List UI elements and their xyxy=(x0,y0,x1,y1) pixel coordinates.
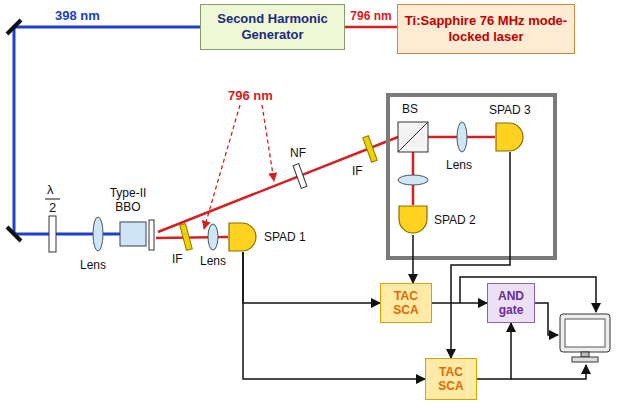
signal-wire xyxy=(511,365,586,379)
part-label: BS xyxy=(402,102,418,116)
bbo-crystal xyxy=(120,222,146,246)
computer-base xyxy=(572,357,598,362)
wavelength-label: 398 nm xyxy=(55,8,100,24)
part-label: NF xyxy=(290,146,306,160)
beam-splitter-face xyxy=(398,122,428,152)
computer-monitor xyxy=(560,314,610,352)
signal-connector xyxy=(477,323,511,379)
detector-label: SPAD 1 xyxy=(264,230,306,244)
signal-connector xyxy=(243,252,380,303)
wavelength-label: 796 nm xyxy=(228,88,273,104)
mirror xyxy=(7,227,21,241)
box-text: TAC SCA xyxy=(385,289,427,318)
detector-enclosure xyxy=(388,95,555,258)
spad-symbol xyxy=(398,205,428,235)
and-gate-box: AND gate xyxy=(487,283,535,323)
plate-label: 2 xyxy=(49,200,56,216)
computer-stand xyxy=(581,352,589,357)
detector: SPAD 2 xyxy=(398,205,428,235)
crystal-plate xyxy=(149,220,154,250)
signal-connector xyxy=(451,152,510,358)
detector: SPAD 1 xyxy=(228,222,258,252)
notch-filter xyxy=(293,164,307,189)
fraction-bar xyxy=(45,199,60,200)
generator-box: Second Harmonic Generator xyxy=(200,4,345,50)
lens xyxy=(457,122,467,152)
half-wave-plate xyxy=(49,216,56,252)
part-label: Lens xyxy=(446,158,472,172)
detector-label: SPAD 2 xyxy=(434,213,476,227)
box-text: Second Harmonic Generator xyxy=(205,11,340,42)
box-text: AND gate xyxy=(492,289,530,318)
signal-connector xyxy=(345,26,397,29)
tac-sca-box: TAC SCA xyxy=(425,358,477,400)
photon-beam xyxy=(158,137,398,232)
mirror xyxy=(7,20,21,34)
box-text: TAC SCA xyxy=(430,365,472,394)
spad-outline xyxy=(229,223,256,251)
spad-symbol xyxy=(228,222,258,252)
callout-arrow xyxy=(204,105,240,229)
spad-symbol xyxy=(495,122,525,152)
part-label: Lens xyxy=(200,254,226,268)
computer-screen xyxy=(565,319,605,347)
beam-label: 796 nm xyxy=(349,10,392,24)
laser-box: Ti:Sapphire 76 MHz mode-locked laser xyxy=(397,4,575,54)
interference-filter xyxy=(363,136,378,162)
beam-splitter xyxy=(398,122,428,152)
pump-beam xyxy=(14,27,200,234)
signal-connector xyxy=(412,235,414,283)
signal-wire xyxy=(535,303,558,335)
detector: SPAD 3 xyxy=(495,122,525,152)
spad-outline xyxy=(399,206,427,233)
plate-label: λ xyxy=(47,182,54,198)
lens xyxy=(93,217,103,251)
callout-arrow xyxy=(262,105,274,181)
interference-filter xyxy=(180,224,193,251)
detector-label: SPAD 3 xyxy=(489,103,531,117)
lens xyxy=(208,224,218,250)
signal-connector xyxy=(432,302,487,304)
part-label: Lens xyxy=(80,258,106,272)
spad-outline xyxy=(496,123,523,151)
lens xyxy=(398,175,428,185)
tac-sca-box: TAC SCA xyxy=(380,283,432,323)
part-label: IF xyxy=(172,252,183,266)
part-label: IF xyxy=(352,164,363,178)
part-label: Type-II BBO xyxy=(102,186,154,215)
box-text: Ti:Sapphire 76 MHz mode-locked laser xyxy=(402,13,570,44)
